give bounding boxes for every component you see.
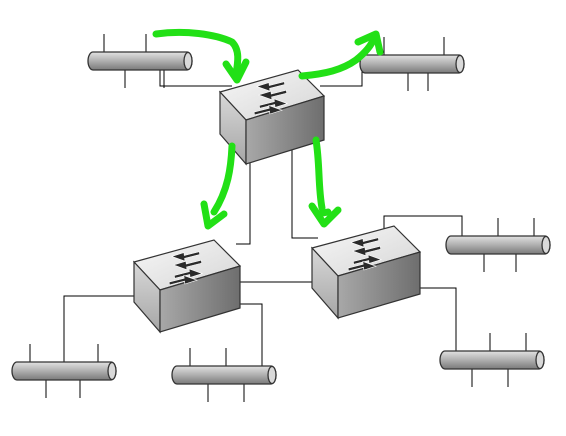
segment-d — [171, 348, 277, 402]
switch-side-face — [159, 265, 241, 333]
segment-body — [439, 350, 545, 370]
switch-right — [310, 225, 422, 320]
switch-left — [132, 239, 242, 334]
green-arrow-icon — [152, 28, 250, 84]
link-switch-right-to-segment-f — [412, 287, 457, 352]
link-switch-left-to-segment-c — [63, 295, 136, 364]
switch-side-face — [337, 251, 421, 319]
segment-body — [87, 51, 193, 71]
segment-end-cap — [535, 350, 545, 370]
switch-top — [218, 69, 326, 166]
link-switch-left-to-segment-d — [226, 303, 263, 366]
segment-c — [11, 344, 117, 398]
segment-f — [439, 333, 545, 387]
green-arrow-icon — [308, 136, 342, 228]
segment-body — [445, 235, 551, 255]
green-arrow-icon — [200, 142, 236, 230]
segment-end-cap — [541, 235, 551, 255]
segment-e — [445, 218, 551, 272]
segment-body — [11, 361, 117, 381]
link-switch-top-to-switch-left — [236, 148, 251, 245]
bus-segments — [11, 34, 551, 402]
segment-a — [87, 34, 193, 88]
flow-arrows — [152, 28, 384, 230]
segment-end-cap — [267, 365, 277, 385]
link-switch-top-to-switch-right — [291, 150, 318, 239]
link-segment-a-to-switch-top — [159, 70, 232, 87]
segment-body — [171, 365, 277, 385]
switches — [132, 69, 422, 334]
segment-b — [359, 37, 465, 91]
switch-side-face — [245, 95, 325, 165]
segment-end-cap — [455, 54, 465, 74]
green-arrow-icon — [298, 30, 384, 80]
segment-end-cap — [107, 361, 117, 381]
segment-end-cap — [183, 51, 193, 71]
link-segment-b-to-switch-top — [320, 70, 363, 87]
segment-body — [359, 54, 465, 74]
